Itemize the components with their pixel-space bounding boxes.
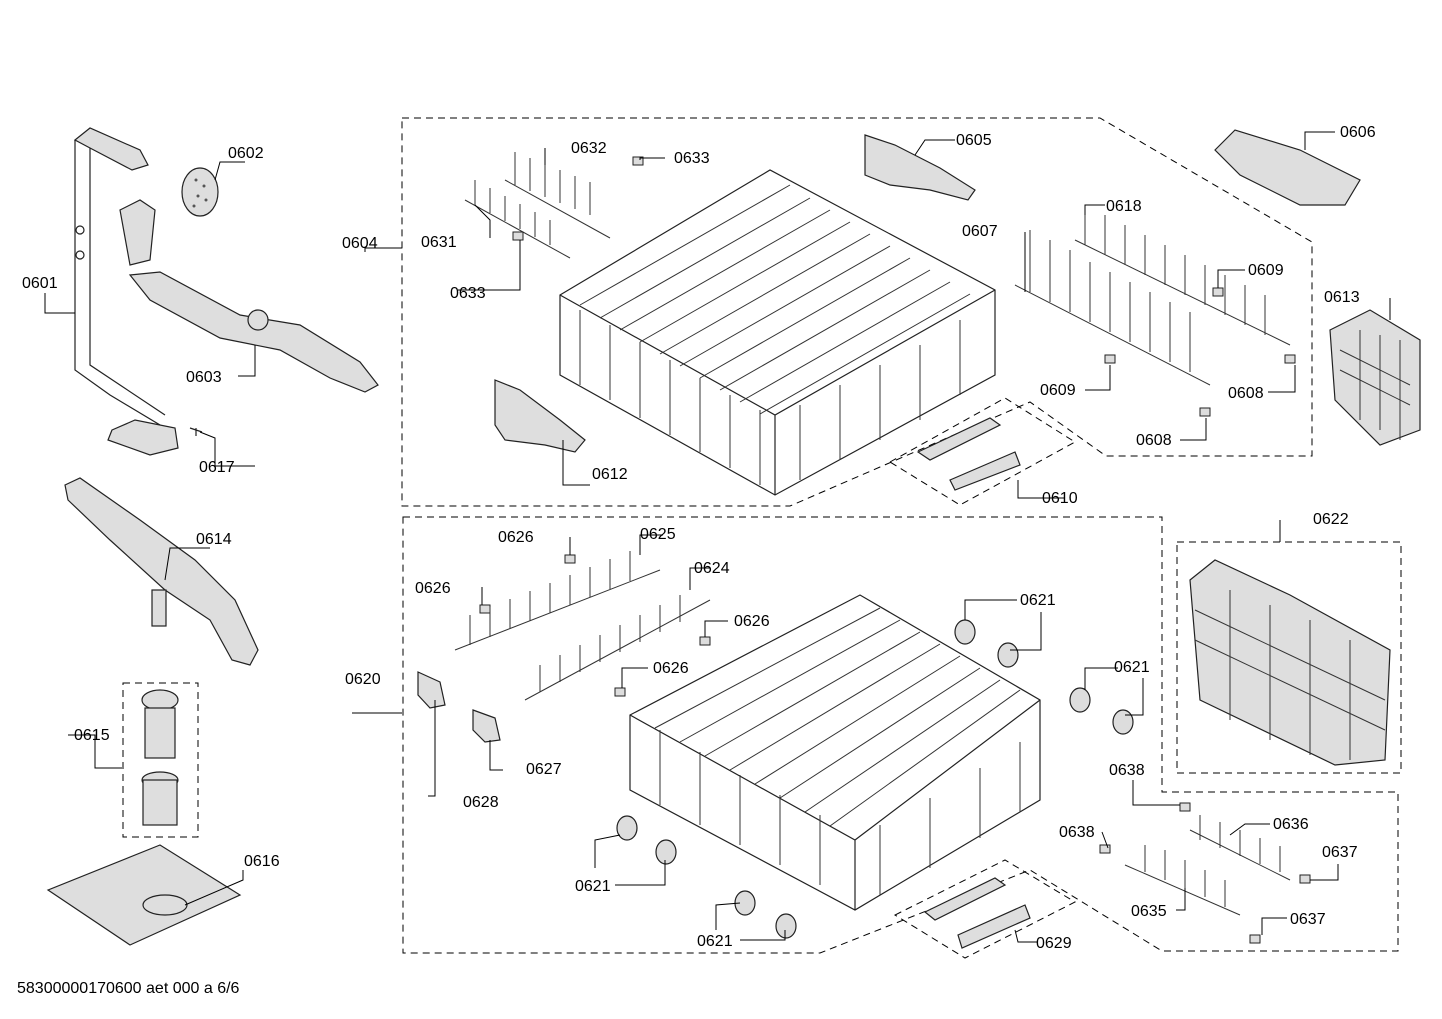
upper-rack-drawing — [559, 169, 996, 496]
drawing-reference-code: 58300000170600 aet 000 a 6/6 — [17, 980, 240, 997]
part-label: 0635 — [1131, 903, 1167, 920]
part-label: 0637 — [1290, 911, 1326, 928]
part-label: 0633 — [674, 150, 710, 167]
part-label: 0617 — [199, 459, 235, 476]
filter-plate-drawing — [46, 844, 242, 946]
part-label: 0604 — [342, 235, 378, 252]
part-label: 0608 — [1228, 385, 1264, 402]
supply-pipe-drawing — [73, 127, 179, 456]
part-label: 0609 — [1040, 382, 1076, 399]
part-label: 0621 — [575, 878, 611, 895]
part-label: 0638 — [1059, 824, 1095, 841]
part-label: 0621 — [1114, 659, 1150, 676]
part-label: 0633 — [450, 285, 486, 302]
part-label: 0621 — [697, 933, 733, 950]
cutlery-basket-group-outline — [1176, 541, 1402, 774]
part-label: 0608 — [1136, 432, 1172, 449]
part-label: 0602 — [228, 145, 264, 162]
rack-adjuster-left-drawing — [494, 379, 586, 453]
lower-rack-handle-drawing — [923, 877, 1031, 949]
lower-adjuster-b-drawing — [472, 709, 501, 743]
part-label: 0621 — [1020, 592, 1056, 609]
clips-drawing — [479, 156, 1311, 944]
spray-head-drawing — [181, 167, 219, 217]
upper-spray-arm-drawing — [119, 199, 379, 393]
part-label: 0628 — [463, 794, 499, 811]
part-label: 0616 — [244, 853, 280, 870]
part-label: 0637 — [1322, 844, 1358, 861]
part-label: 0626 — [734, 613, 770, 630]
part-label: 0624 — [694, 560, 730, 577]
filter-drawing — [141, 689, 179, 826]
part-label: 0620 — [345, 671, 381, 688]
part-label: 0625 — [640, 526, 676, 543]
group-outlines — [122, 117, 1402, 959]
part-label: 0618 — [1106, 198, 1142, 215]
part-labels: 0601 0602 0603 0604 0605 0606 0607 0608 … — [22, 124, 1376, 952]
part-label: 0610 — [1042, 490, 1078, 507]
rack-handle-lower-outline — [893, 859, 1077, 959]
part-drawings — [46, 127, 1421, 949]
part-label: 0606 — [1340, 124, 1376, 141]
part-label: 0605 — [956, 132, 992, 149]
part-label: 0626 — [498, 529, 534, 546]
part-label: 0629 — [1036, 935, 1072, 952]
upper-rack-handle-drawing — [916, 417, 1021, 491]
part-label: 0622 — [1313, 511, 1349, 528]
upper-rack-tines-drawing — [464, 152, 1291, 386]
large-cutlery-basket-drawing — [1189, 559, 1391, 766]
part-label: 0631 — [421, 234, 457, 251]
part-label: 0626 — [415, 580, 451, 597]
part-label: 0603 — [186, 369, 222, 386]
rack-adjuster-right-drawing — [864, 134, 976, 201]
part-label: 0638 — [1109, 762, 1145, 779]
lower-spray-arm-drawing — [64, 477, 259, 666]
rack-handle-upper-outline — [889, 397, 1076, 506]
lower-adjuster-a-drawing — [417, 671, 446, 709]
part-label: 0636 — [1273, 816, 1309, 833]
part-label: 0613 — [1324, 289, 1360, 306]
part-label: 0614 — [196, 531, 232, 548]
part-label: 0632 — [571, 140, 607, 157]
lower-rack-tines-drawing — [454, 551, 1291, 916]
part-label: 0612 — [592, 466, 628, 483]
wheels-drawing — [616, 619, 1134, 939]
lower-rack-drawing — [629, 594, 1041, 911]
filter-group-outline — [122, 682, 199, 838]
part-label: 0601 — [22, 275, 58, 292]
leader-lines — [44, 131, 1391, 943]
small-cutlery-basket-drawing — [1329, 309, 1421, 446]
part-label: 0607 — [962, 223, 998, 240]
screw-drawing — [189, 427, 203, 436]
part-label: 0626 — [653, 660, 689, 677]
part-label: 0615 — [74, 727, 110, 744]
part-label: 0609 — [1248, 262, 1284, 279]
part-label: 0627 — [526, 761, 562, 778]
cup-shelf-drawing — [1214, 129, 1361, 206]
